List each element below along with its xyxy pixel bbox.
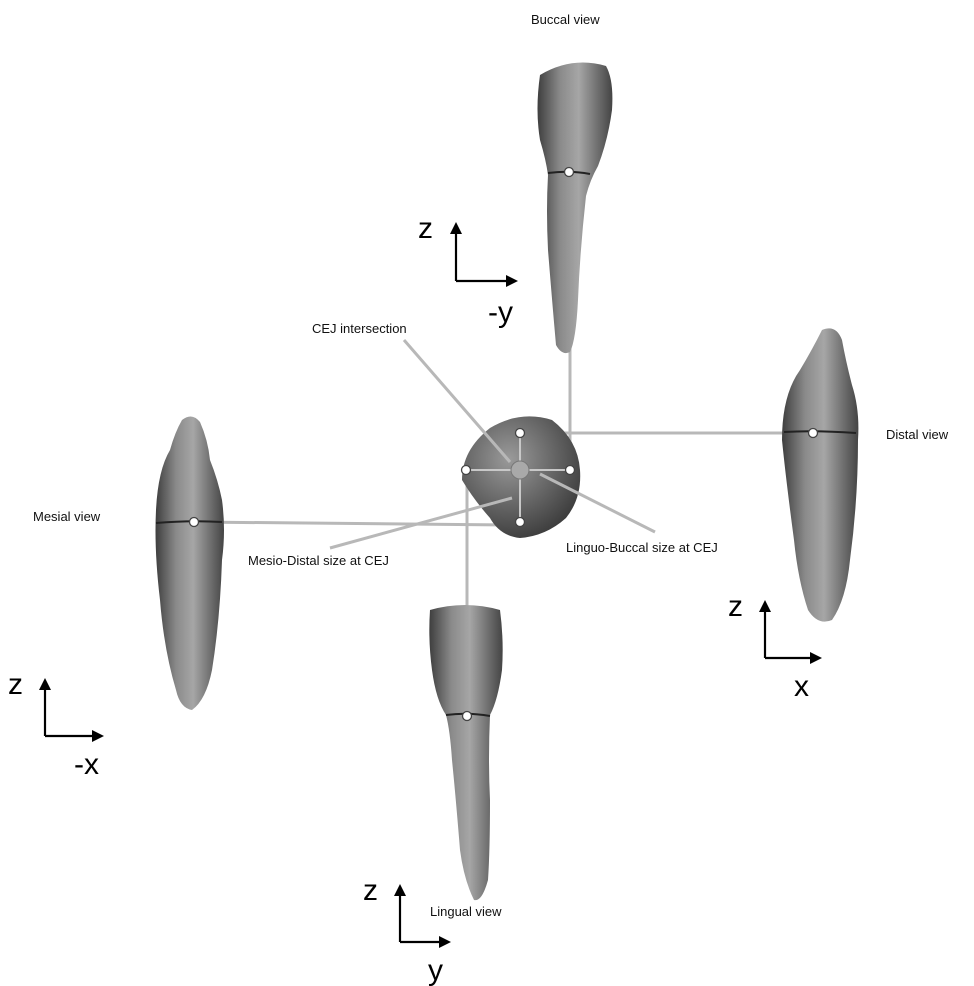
axes-lingual: z y xyxy=(363,874,451,986)
label-distal-view: Distal view xyxy=(886,427,949,442)
axis-lingual-horizontal: y xyxy=(428,954,443,986)
annotation-line-cej-intersection xyxy=(404,340,510,462)
axis-distal-horizontal: x xyxy=(794,670,809,703)
axis-buccal-vertical: z xyxy=(418,212,433,245)
axis-mesial-horizontal: -x xyxy=(74,748,99,781)
axes-mesial: z -x xyxy=(8,668,104,781)
label-mesial-view: Mesial view xyxy=(33,509,101,524)
label-lingual-view: Lingual view xyxy=(430,904,502,919)
label-cej-intersection: CEJ intersection xyxy=(312,321,407,336)
label-linguo-buccal: Linguo-Buccal size at CEJ xyxy=(566,540,718,555)
tooth-buccal-view xyxy=(538,63,613,354)
label-buccal-view: Buccal view xyxy=(531,12,600,27)
axis-mesial-vertical: z xyxy=(8,668,23,701)
tooth-lingual-view xyxy=(429,605,502,900)
tooth-mesial-view xyxy=(156,416,225,710)
axis-distal-vertical: z xyxy=(728,590,743,623)
cej-marker-distal xyxy=(809,429,818,438)
label-mesio-distal: Mesio-Distal size at CEJ xyxy=(248,553,389,568)
cej-marker-buccal xyxy=(565,168,574,177)
tooth-distal-view xyxy=(782,328,858,621)
axes-buccal: z -y xyxy=(418,212,518,329)
cej-cross-section xyxy=(462,416,581,538)
cej-marker-mesial xyxy=(190,518,199,527)
axis-buccal-horizontal: -y xyxy=(488,296,513,329)
cej-marker-lingual xyxy=(463,712,472,721)
axis-lingual-vertical: z xyxy=(363,874,378,907)
